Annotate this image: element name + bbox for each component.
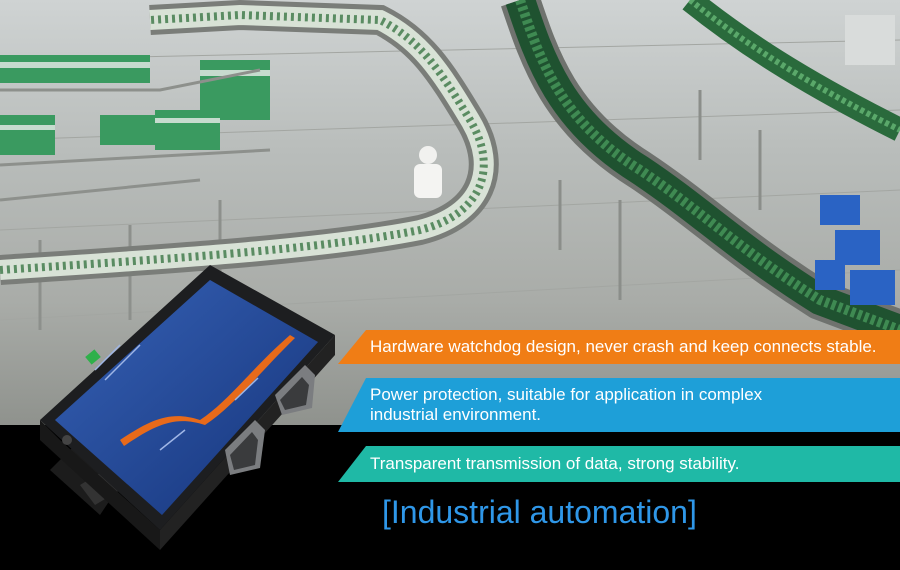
feature-banner-watchdog: Hardware watchdog design, never crash an… [338,330,900,364]
feature-banner-transmission: Transparent transmission of data, strong… [338,446,900,482]
feature-text-watchdog: Hardware watchdog design, never crash an… [370,337,877,356]
feature-text-transmission: Transparent transmission of data, strong… [370,454,740,473]
feature-text-power: Power protection, suitable for applicati… [370,385,763,424]
page-title: [Industrial automation] [382,494,697,530]
feature-banner-power: Power protection, suitable for applicati… [338,378,900,432]
